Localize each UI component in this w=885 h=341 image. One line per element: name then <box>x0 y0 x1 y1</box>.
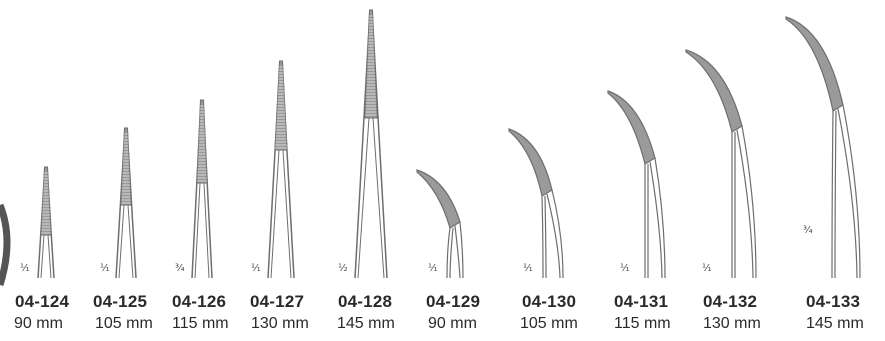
product-code: 04-126 <box>172 292 227 311</box>
product-code: 04-133 <box>806 292 861 311</box>
fraction-label: ¹⁄₁ <box>702 263 712 274</box>
fraction-label: ¹⁄₁ <box>20 263 30 274</box>
product-length: 115 mm <box>614 315 671 332</box>
curved-forceps-tip-drawing <box>508 128 564 279</box>
product-length: 130 mm <box>251 315 309 332</box>
product-length: 115 mm <box>172 315 229 332</box>
straight-forceps-tip-drawing <box>37 166 55 279</box>
product-code: 04-131 <box>614 292 669 311</box>
fraction-label: ¹⁄₁ <box>251 263 261 274</box>
product-code: 04-132 <box>703 292 758 311</box>
straight-forceps-tip-drawing <box>191 99 213 279</box>
curved-forceps-tip-drawing <box>685 49 757 279</box>
product-code: 04-127 <box>250 292 305 311</box>
product-code: 04-128 <box>338 292 393 311</box>
product-length: 145 mm <box>337 315 395 332</box>
product-length: 90 mm <box>428 315 477 332</box>
straight-forceps-tip-drawing <box>354 9 388 279</box>
product-length: 145 mm <box>806 315 864 332</box>
product-length: 105 mm <box>520 315 578 332</box>
fraction-label: ¹⁄₁ <box>620 263 630 274</box>
product-length: 130 mm <box>703 315 761 332</box>
fraction-label: ³⁄₄ <box>803 225 813 236</box>
fraction-label: ¹⁄₁ <box>428 263 438 274</box>
product-code: 04-125 <box>93 292 148 311</box>
straight-forceps-tip-drawing <box>267 60 295 279</box>
fraction-label: ¹⁄₂ <box>338 263 348 274</box>
curved-forceps-tip-drawing <box>785 16 861 279</box>
ring-handle-fragment <box>0 203 11 287</box>
fraction-label: ¹⁄₁ <box>523 263 533 274</box>
product-length: 90 mm <box>14 315 63 332</box>
product-length: 105 mm <box>95 315 153 332</box>
curved-forceps-tip-drawing <box>416 169 464 279</box>
fraction-label: ³⁄₄ <box>175 263 185 274</box>
product-code: 04-130 <box>522 292 577 311</box>
product-code: 04-129 <box>426 292 481 311</box>
product-code: 04-124 <box>15 292 70 311</box>
curved-forceps-tip-drawing <box>607 90 666 279</box>
straight-forceps-tip-drawing <box>115 127 137 279</box>
fraction-label: ¹⁄₁ <box>100 263 110 274</box>
